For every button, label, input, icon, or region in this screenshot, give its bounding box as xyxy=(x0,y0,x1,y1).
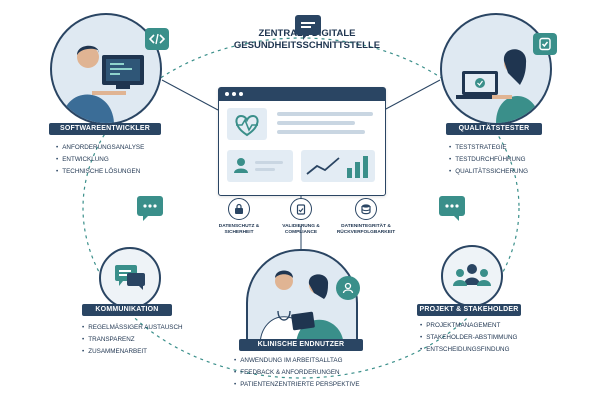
clipboard-check-icon xyxy=(290,198,312,220)
pillar-line-2: SICHERHEIT xyxy=(224,230,254,235)
database-icon xyxy=(355,198,377,220)
user-card xyxy=(227,150,293,182)
list-item: REGELMÄSSIGER AUSTAUSCH xyxy=(82,322,182,334)
clinical-task-list: ANWENDUNG IM ARBEITSALLTAG FEEDBACK & AN… xyxy=(234,355,360,391)
communication-illustration xyxy=(99,247,161,309)
developer-task-list: ANFORDERUNGSANALYSE ENTWICKLUNG TECHNISC… xyxy=(56,142,144,178)
pillar-line-1: DATENSCHUTZ & xyxy=(218,224,260,229)
developer-illustration xyxy=(50,13,162,125)
lock-icon xyxy=(228,198,250,220)
list-item: PATIENTENZENTRIERTE PERSPEKTIVE xyxy=(234,379,359,391)
role-label-clinical: KLINISCHE ENDNUTZER xyxy=(239,339,363,351)
pillar-data-protection: DATENSCHUTZ & SICHERHEIT xyxy=(217,198,261,236)
list-item: ANFORDERUNGSANALYSE xyxy=(56,142,144,154)
content-line xyxy=(277,121,355,125)
pillar-data-integrity: DATENINTEGRITÄT & RÜCKVERFOLGBARKEIT xyxy=(336,198,396,236)
chart-card xyxy=(301,150,375,182)
project-illustration xyxy=(441,245,503,307)
list-item: ENTWICKLUNG xyxy=(56,154,144,166)
project-task-list: PROJEKTMANAGEMENT STAKEHOLDER-ABSTIMMUNG… xyxy=(420,320,517,356)
window-titlebar xyxy=(219,88,385,101)
list-item: ZUSAMMENARBEIT xyxy=(82,346,183,358)
speech-bubbles-icon xyxy=(115,265,145,290)
code-icon xyxy=(145,28,169,50)
pillar-line-2: COMPLIANCE xyxy=(284,230,318,235)
list-item: ENTSCHEIDUNGSFINDUNG xyxy=(420,344,517,356)
user-icon xyxy=(234,158,283,173)
group-icon xyxy=(453,264,491,286)
pillar-line-2: RÜCKVERFOLGBARKEIT xyxy=(336,230,396,235)
pillar-line-1: VALIDIERUNG & xyxy=(282,224,320,229)
chat-bubble-icon xyxy=(439,196,465,221)
role-label-tester: QUALITÄTSTESTER xyxy=(446,123,542,135)
content-line xyxy=(277,112,373,116)
list-item: TESTSTRATEGIE xyxy=(449,142,528,154)
heart-rate-card xyxy=(227,108,267,140)
clinical-users-illustration xyxy=(246,249,358,348)
chat-bubble-icon xyxy=(137,196,163,221)
list-item: TRANSPARENZ xyxy=(82,334,183,346)
list-item: ANWENDUNG IM ARBEITSALLTAG xyxy=(234,355,360,367)
list-item: PROJEKTMANAGEMENT xyxy=(420,320,517,332)
tester-illustration xyxy=(440,13,552,125)
list-item: FEEDBACK & ANFORDERUNGEN xyxy=(234,367,360,379)
content-line xyxy=(277,130,365,134)
central-interface-window xyxy=(218,87,386,196)
title-line-2: GESUNDHEITSSCHNITTSTELLE xyxy=(233,40,381,51)
role-label-project: PROJEKT & STAKEHOLDER xyxy=(417,304,521,316)
user-circle-icon xyxy=(336,276,360,300)
list-item: QUALITÄTSSICHERUNG xyxy=(449,166,528,178)
list-item: TESTDURCHFÜHRUNG xyxy=(449,154,528,166)
line-chart-icon xyxy=(306,156,368,178)
check-shield-icon xyxy=(533,33,557,55)
communication-task-list: REGELMÄSSIGER AUSTAUSCH TRANSPARENZ ZUSA… xyxy=(82,322,183,358)
tester-task-list: TESTSTRATEGIE TESTDURCHFÜHRUNG QUALITÄTS… xyxy=(449,142,528,178)
role-label-developer: SOFTWAREENTWICKLER xyxy=(49,123,161,135)
role-label-communication: KOMMUNIKATION xyxy=(82,304,172,316)
list-item: TECHNISCHE LÖSUNGEN xyxy=(56,166,144,178)
list-item: STAKEHOLDER-ABSTIMMUNG xyxy=(420,332,517,344)
chat-bubble-icon xyxy=(295,15,321,40)
pillar-validation: VALIDIERUNG & COMPLIANCE xyxy=(279,198,323,236)
heart-pulse-icon xyxy=(235,114,259,137)
pillar-line-1: DATENINTEGRITÄT & xyxy=(341,224,391,229)
